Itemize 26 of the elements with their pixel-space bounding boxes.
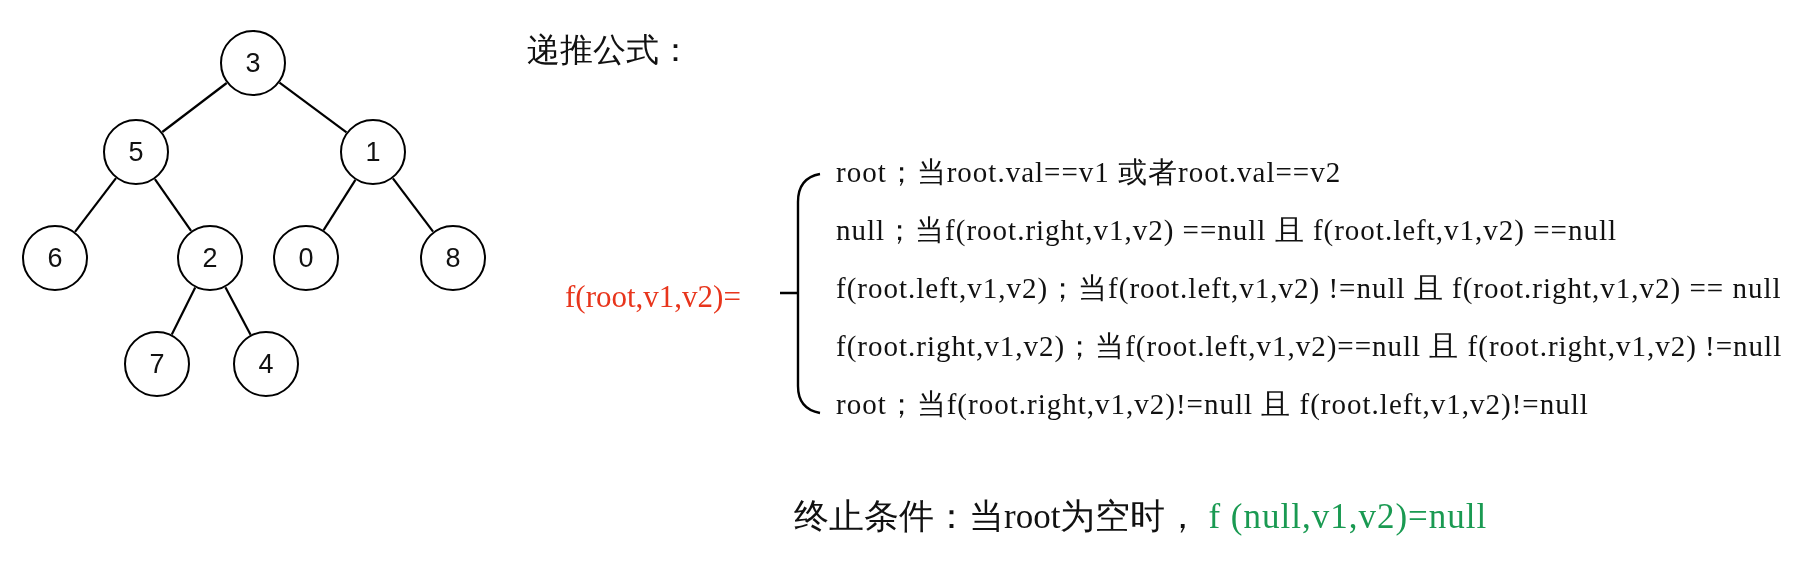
node-value: 4 <box>258 350 274 378</box>
tree-edge <box>322 179 357 231</box>
node-value: 0 <box>298 244 314 272</box>
tree-edge <box>278 81 348 134</box>
termination-condition-text: 终止条件：当root为空时， <box>794 496 1201 538</box>
node-value: 7 <box>149 350 165 378</box>
node-value: 1 <box>365 138 381 166</box>
section-heading: 递推公式： <box>527 30 692 70</box>
tree-edge <box>392 177 434 233</box>
case-condition-text: root；当f(root.right,v1,v2)!=null 且 f(root.left,v1,v2)!=null <box>836 386 1589 422</box>
tree-edge <box>161 82 228 133</box>
node-value: 8 <box>445 244 461 272</box>
tree-edge <box>154 178 192 232</box>
function-formula: f(root,v1,v2)= <box>565 278 741 316</box>
node-value: 6 <box>47 244 63 272</box>
case-condition-text: null；当f(root.right,v1,v2) ==null 且 f(root.left,v1,v2) ==null <box>836 212 1618 248</box>
tree-edge <box>224 286 252 336</box>
case-condition-text: root；当root.val==v1 或者root.val==v2 <box>836 154 1342 190</box>
base-case-formula: f (null,v1,v2)=null <box>1208 496 1488 538</box>
tree-edge <box>74 177 117 233</box>
node-value: 5 <box>128 138 144 166</box>
case-condition-text: f(root.right,v1,v2)；当f(root.left,v1,v2)==null 且 f(root.right,v1,v2) !=null <box>836 328 1783 364</box>
node-value: 3 <box>245 49 261 77</box>
tree-edge <box>170 287 197 335</box>
case-condition-text: f(root.left,v1,v2)；当f(root.left,v1,v2) !=null 且 f(root.right,v1,v2) == null <box>836 270 1782 306</box>
node-value: 2 <box>202 244 218 272</box>
